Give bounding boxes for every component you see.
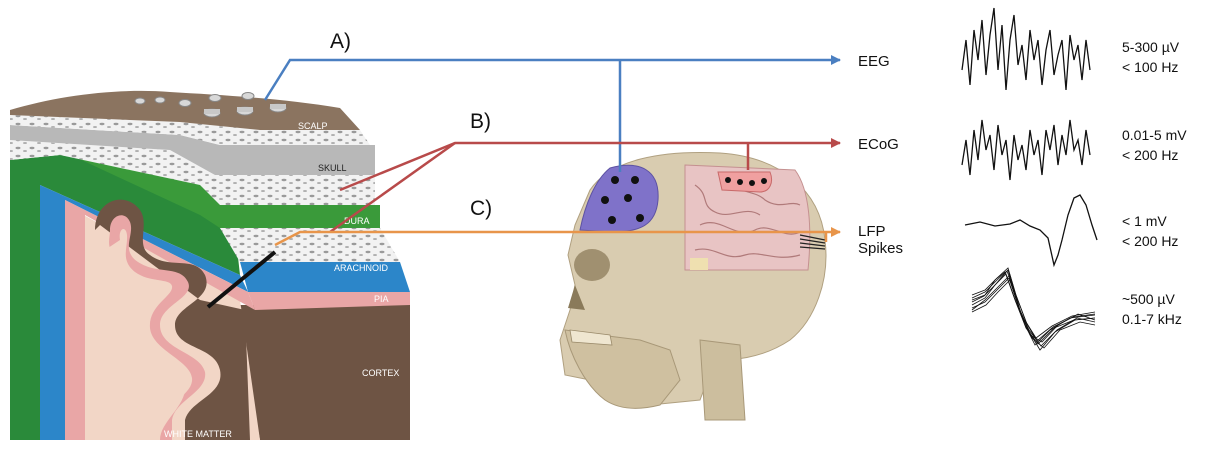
spikes-label: Spikes xyxy=(858,240,903,257)
white-matter-label: WHITE MATTER xyxy=(164,429,232,439)
eeg-label: EEG xyxy=(858,53,890,70)
cortex-label: CORTEX xyxy=(362,368,399,378)
spike-waveforms xyxy=(972,268,1095,350)
lfp-frequency: < 200 Hz xyxy=(1122,233,1178,249)
eeg-frequency: < 100 Hz xyxy=(1122,59,1178,75)
callout-b: B) xyxy=(470,110,491,133)
spikes-frequency: 0.1-7 kHz xyxy=(1122,311,1182,327)
lfp-amplitude: < 1 mV xyxy=(1122,213,1167,229)
eeg-amplitude: 5-300 µV xyxy=(1122,39,1180,55)
ecog-amplitude: 0.01-5 mV xyxy=(1122,127,1187,143)
spikes-amplitude: ~500 µV xyxy=(1122,291,1175,307)
skull-label: SKULL xyxy=(318,163,347,173)
lfp-waveform xyxy=(965,195,1097,265)
eeg-waveform xyxy=(962,8,1090,90)
arachnoid-label: ARACHNOID xyxy=(334,263,389,273)
thalamus-patch xyxy=(690,258,708,270)
lfp-label: LFP xyxy=(858,223,886,240)
skull-illustration xyxy=(560,152,826,420)
spine xyxy=(700,340,745,420)
dura-label: DURA xyxy=(344,216,370,226)
eye-socket xyxy=(574,249,610,281)
eeg-electrode-patch xyxy=(580,165,658,232)
ecog-waveform xyxy=(962,120,1090,180)
waveforms xyxy=(962,8,1097,350)
callout-a: A) xyxy=(330,30,351,53)
callout-c: C) xyxy=(470,197,492,220)
ecog-frequency: < 200 Hz xyxy=(1122,147,1178,163)
pia-label: PIA xyxy=(374,294,389,304)
ecog-label: ECoG xyxy=(858,136,899,153)
eeg-arrow xyxy=(265,60,840,100)
tissue-layers-illustration: SCALP SKULL DURA ARACHNOID PIA CORTEX WH… xyxy=(10,91,410,440)
scalp-label: SCALP xyxy=(298,121,328,131)
